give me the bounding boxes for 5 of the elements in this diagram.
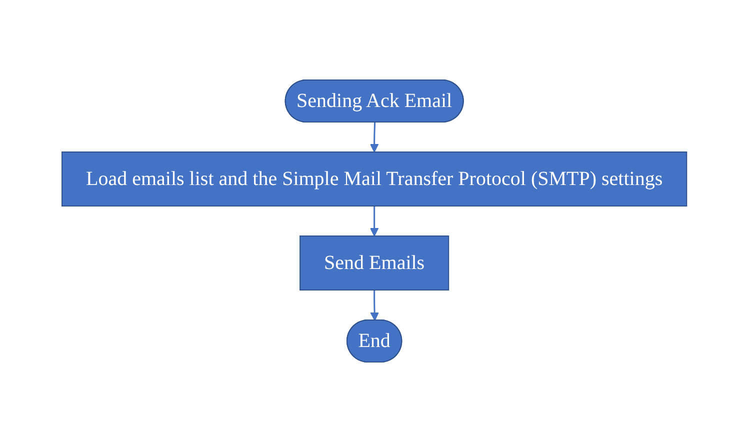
arrow <box>370 122 378 152</box>
node-box: Send Emails <box>299 235 449 290</box>
arrow <box>370 290 379 320</box>
node-box: Load emails list and the Simple Mail Transfer Protocol (SMTP) settings <box>61 151 687 206</box>
arrow <box>370 206 378 236</box>
